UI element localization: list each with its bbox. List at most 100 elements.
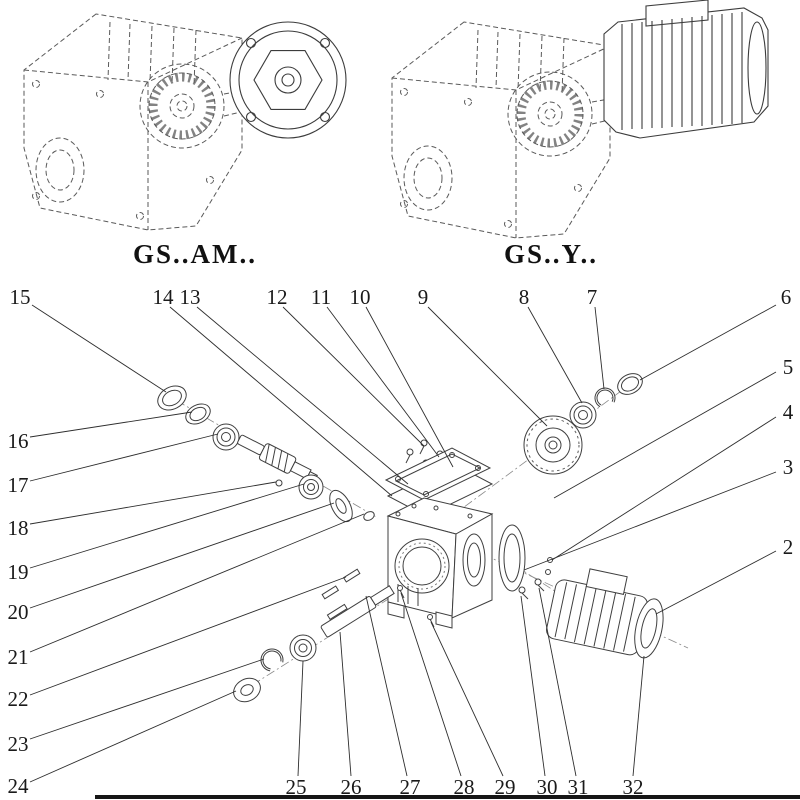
input-bearing-2: [298, 474, 324, 500]
motor-terminal-box: [585, 568, 628, 595]
part-number-7: 7: [587, 285, 598, 309]
flange-cover-parts: [498, 524, 553, 600]
gearbox-y-view: GS..Y..: [392, 0, 769, 269]
part-number-22: 22: [8, 687, 29, 711]
leader-line-10: [365, 306, 454, 468]
leader-line-8: [527, 306, 583, 404]
leader-line-20: [29, 502, 335, 609]
output-shaft-parts: [233, 568, 435, 703]
shaft-key: [326, 603, 348, 621]
part-number-25: 25: [286, 775, 307, 799]
flange-screw: [518, 586, 526, 594]
leader-line-15: [31, 304, 167, 393]
part-number-29: 29: [495, 775, 516, 799]
seal-ring: [617, 373, 643, 395]
part-number-27: 27: [400, 775, 421, 799]
gearbox-am-view: GS..AM..: [24, 14, 347, 269]
leader-line-16: [29, 411, 193, 438]
leader-line-19: [29, 483, 305, 569]
leader-line-29: [430, 621, 504, 777]
leader-line-7: [594, 306, 605, 390]
small-pin: [275, 479, 283, 487]
leader-line-3: [523, 471, 777, 571]
leader-line-4: [551, 416, 777, 561]
part-number-2: 2: [783, 535, 794, 559]
worm-shaft: [237, 434, 318, 482]
leader-line-9: [427, 306, 548, 427]
bottom-edge-line: [95, 795, 800, 799]
exploded-view: [157, 373, 689, 703]
part-number-23: 23: [8, 732, 29, 756]
part-number-4: 4: [783, 400, 794, 424]
output-washer: [233, 677, 261, 703]
gear-housing: [386, 497, 494, 629]
part-number-11: 11: [311, 285, 331, 309]
part-number-15: 15: [10, 285, 31, 309]
part-number-31: 31: [568, 775, 589, 799]
leader-line-17: [29, 433, 219, 482]
set-screw: [397, 585, 403, 591]
worm-gear: [523, 415, 583, 475]
output-bearing: [289, 634, 317, 662]
leader-line-31: [538, 587, 577, 777]
leader-line-11: [326, 306, 440, 458]
leader-line-14: [169, 306, 393, 497]
small-ring: [363, 511, 375, 521]
part-number-10: 10: [350, 285, 371, 309]
part-number-8: 8: [519, 285, 530, 309]
leader-line-6: [639, 304, 777, 381]
variant-label-am: GS..AM..: [133, 239, 257, 269]
part-number-17: 17: [8, 473, 29, 497]
leader-line-30: [520, 595, 546, 777]
flange-drawing: [229, 21, 347, 139]
part-number-21: 21: [8, 645, 29, 669]
leader-line-26: [339, 631, 352, 777]
part-number-5: 5: [783, 355, 794, 379]
side-flange-cover: [498, 524, 526, 592]
leader-line-28: [400, 592, 462, 777]
leader-line-25: [297, 660, 304, 777]
variant-label-y: GS..Y..: [504, 239, 598, 269]
flange-screw: [545, 569, 551, 575]
part-number-18: 18: [8, 516, 29, 540]
leader-line-13: [196, 306, 409, 485]
output-circlip: [260, 648, 284, 672]
gearbox-y-housing-drawing: [392, 22, 626, 238]
flange-screw: [534, 578, 542, 586]
part-number-20: 20: [8, 600, 29, 624]
part-number-12: 12: [267, 285, 288, 309]
leader-line-24: [29, 690, 237, 783]
motor-exploded: [546, 568, 664, 659]
leader-line-21: [29, 513, 365, 653]
part-number-30: 30: [537, 775, 558, 799]
shim-disc: [329, 489, 353, 523]
leader-line-12: [282, 306, 425, 447]
parallel-key: [342, 568, 361, 583]
part-number-9: 9: [418, 285, 429, 309]
part-number-13: 13: [180, 285, 201, 309]
leader-line-22: [29, 576, 347, 696]
part-number-14: 14: [153, 285, 175, 309]
drain-screw: [427, 614, 433, 620]
part-number-32: 32: [623, 775, 644, 799]
dowel-pin: [321, 585, 340, 600]
part-number-19: 19: [8, 560, 29, 584]
leader-line-2: [655, 550, 777, 615]
part-number-16: 16: [8, 429, 29, 453]
part-number-26: 26: [341, 775, 362, 799]
circlip: [594, 387, 616, 409]
leader-line-18: [29, 481, 277, 525]
gearbox-am-housing-drawing: [24, 14, 258, 230]
top-cover: [384, 447, 492, 501]
gear-parts: [523, 373, 643, 475]
leader-line-27: [365, 595, 408, 777]
leader-line-23: [29, 658, 265, 740]
motor-drawing: [603, 0, 769, 139]
part-number-6: 6: [781, 285, 792, 309]
leader-line-32: [632, 655, 645, 777]
part-number-24: 24: [8, 774, 30, 798]
input-shaft-parts: [157, 385, 375, 523]
